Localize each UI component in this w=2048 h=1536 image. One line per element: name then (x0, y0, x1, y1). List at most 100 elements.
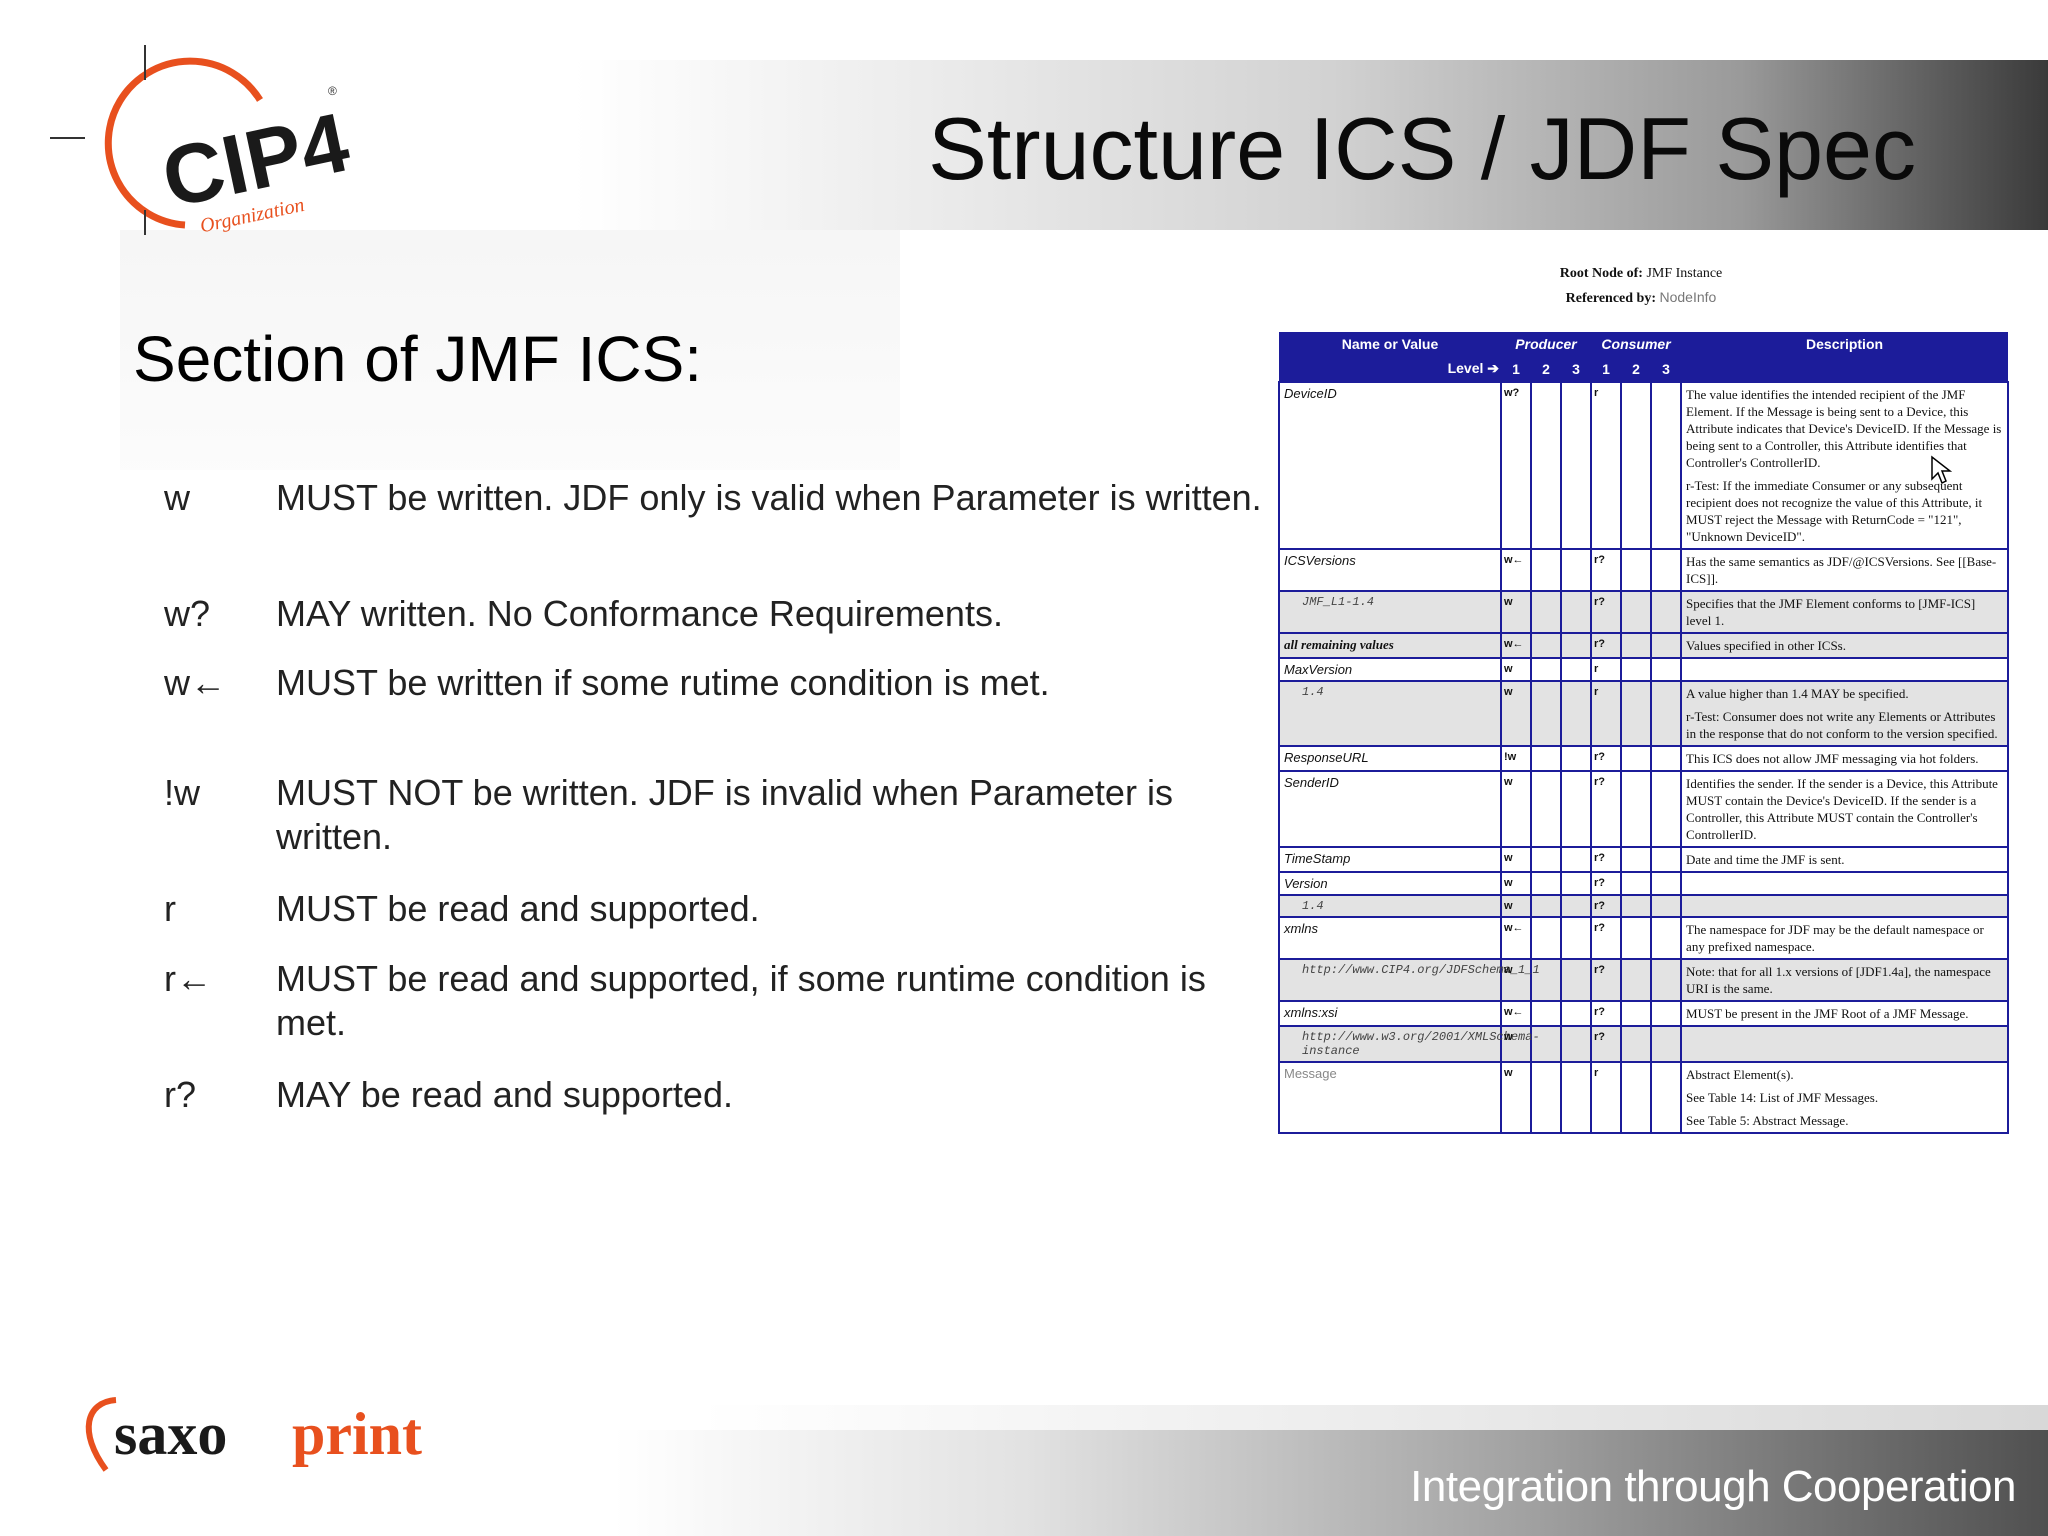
spec-description (1680, 871, 2010, 896)
description-paragraph: Note: that for all 1.x versions of [JDF1… (1686, 964, 1991, 996)
section-heading: Section of JMF ICS: (133, 323, 703, 395)
producer-level: w (1500, 1025, 1532, 1063)
consumer-level (1620, 1025, 1653, 1063)
consumer-level (1650, 894, 1683, 918)
producer-level (1559, 871, 1593, 896)
consumer-level (1650, 745, 1683, 772)
description-paragraph: Date and time the JMF is sent. (1686, 852, 1845, 867)
legend-desc: MUST be written. JDF only is valid when … (276, 477, 1262, 518)
spec-description: MUST be present in the JMF Root of a JMF… (1680, 1000, 2010, 1027)
description-paragraph: Identifies the sender. If the sender is … (1686, 776, 1998, 842)
col-description: Description (1681, 332, 2009, 356)
spec-description: This ICS does not allow JMF messaging vi… (1680, 745, 2010, 772)
consumer-level (1650, 680, 1683, 747)
level-num: 1 (1591, 356, 1622, 382)
legend-code: w← (164, 662, 226, 703)
level-num: 2 (1621, 356, 1652, 382)
description-paragraph: Specifies that the JMF Element conforms … (1686, 596, 1976, 628)
consumer-level (1620, 1061, 1653, 1134)
consumer-level (1620, 590, 1653, 634)
spec-name: MaxVersion (1278, 657, 1502, 682)
spec-name: xmlns:xsi (1278, 1000, 1502, 1027)
producer-level (1530, 657, 1562, 682)
producer-level (1559, 632, 1593, 659)
consumer-level: r? (1590, 745, 1623, 772)
spec-description: Identifies the sender. If the sender is … (1680, 770, 2010, 848)
producer-level (1559, 745, 1593, 772)
producer-level (1530, 745, 1562, 772)
description-paragraph: MUST be present in the JMF Root of a JMF… (1686, 1006, 1969, 1021)
producer-level (1530, 871, 1562, 896)
consumer-level: r? (1590, 894, 1623, 918)
legend-desc: MUST be written if some rutime condition… (276, 662, 1050, 703)
consumer-level (1650, 1025, 1683, 1063)
col-producer: Producer (1501, 332, 1592, 356)
level-num: 3 (1651, 356, 1682, 382)
consumer-level (1620, 916, 1653, 960)
producer-level: w← (1500, 548, 1532, 592)
description-paragraph: r-Test: Consumer does not write any Elem… (1686, 709, 1998, 741)
saxoprint-logo: saxo print (85, 1397, 422, 1472)
producer-level: w (1500, 1061, 1532, 1134)
consumer-level: r? (1590, 770, 1623, 848)
slide-title: Structure ICS / JDF Spec (928, 99, 1916, 198)
description-paragraph: r-Test: If the immediate Consumer or any… (1686, 478, 1983, 544)
level-num: 1 (1501, 356, 1531, 382)
producer-level: w (1500, 871, 1532, 896)
saxo-text: saxo (114, 1401, 227, 1467)
consumer-level: r? (1590, 846, 1623, 873)
producer-level (1559, 846, 1593, 873)
legend-desc: MAY be read and supported. (276, 1074, 733, 1115)
producer-level: w? (1500, 381, 1532, 550)
producer-level (1559, 548, 1593, 592)
description-paragraph: Abstract Element(s). (1686, 1067, 1794, 1082)
spec-row: http://www.w3.org/2001/XMLSchema-instanc… (1278, 1025, 2010, 1063)
consumer-level (1620, 680, 1653, 747)
spec-name: 1.4 (1278, 680, 1502, 747)
consumer-level: r? (1590, 1025, 1623, 1063)
description-paragraph: Values specified in other ICSs. (1686, 638, 1846, 653)
producer-level (1530, 894, 1562, 918)
producer-level (1559, 916, 1593, 960)
consumer-level (1650, 958, 1683, 1002)
legend-desc: MUST be read and supported, if some runt… (276, 958, 1206, 1043)
level-row: Level ➔ 1 2 3 1 2 3 (1279, 356, 2009, 382)
producer-level (1530, 1025, 1562, 1063)
spec-description: Has the same semantics as JDF/@ICSVersio… (1680, 548, 2010, 592)
spec-description: A value higher than 1.4 MAY be specified… (1680, 680, 2010, 747)
producer-level (1559, 381, 1593, 550)
producer-level (1559, 1000, 1593, 1027)
consumer-level (1620, 846, 1653, 873)
producer-level: w (1500, 680, 1532, 747)
root-node-value: JMF Instance (1646, 266, 1723, 281)
spec-description: Abstract Element(s).See Table 14: List o… (1680, 1061, 2010, 1134)
producer-level (1559, 1025, 1593, 1063)
content-shade (120, 230, 900, 470)
consumer-level (1650, 548, 1683, 592)
spec-name: JMF_L1-1.4 (1278, 590, 1502, 634)
description-paragraph: The value identifies the intended recipi… (1686, 387, 2002, 470)
spec-name: ResponseURL (1278, 745, 1502, 772)
producer-level: w← (1500, 916, 1532, 960)
consumer-level: r? (1590, 871, 1623, 896)
referenced-by-value: NodeInfo (1659, 289, 1717, 305)
spec-table: Name or Value Producer Consumer Descript… (1278, 332, 2010, 1134)
description-paragraph: The namespace for JDF may be the default… (1686, 922, 1984, 954)
producer-level (1530, 958, 1562, 1002)
producer-level (1559, 770, 1593, 848)
consumer-level (1620, 894, 1653, 918)
consumer-level: r? (1590, 632, 1623, 659)
spec-name: 1.4 (1278, 894, 1502, 918)
spec-description: Date and time the JMF is sent. (1680, 846, 2010, 873)
spec-description: The namespace for JDF may be the default… (1680, 916, 2010, 960)
producer-level (1559, 894, 1593, 918)
spec-description (1680, 657, 2010, 682)
